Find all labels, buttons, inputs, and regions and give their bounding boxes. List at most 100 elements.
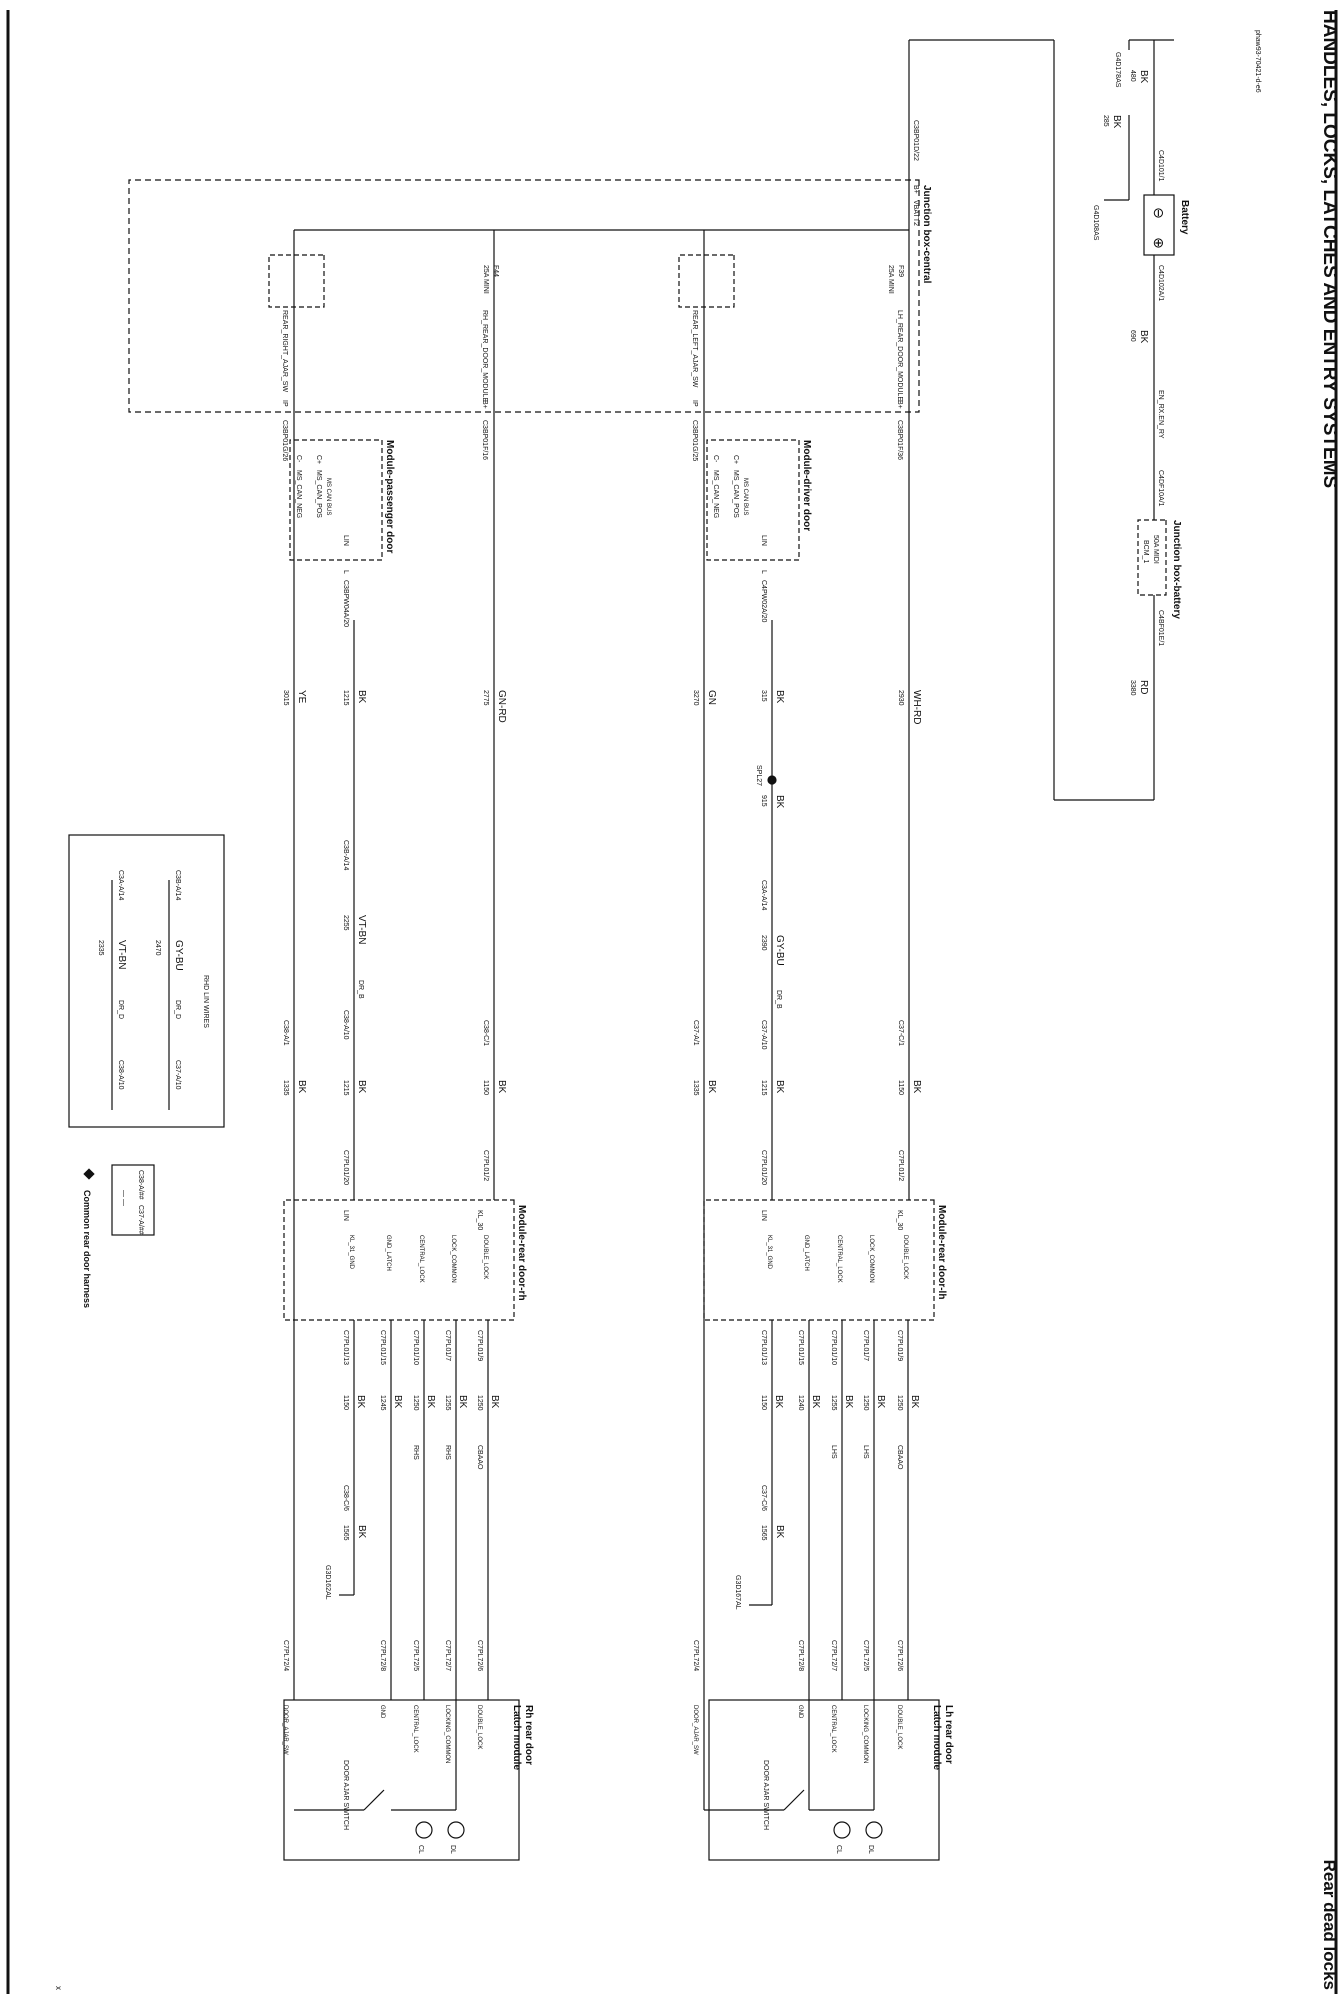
jb-f39-rating: 25A MINI: [887, 265, 894, 294]
jb-out1-conn: C3BP01F/36: [896, 420, 903, 460]
module-driver-box: [706, 439, 800, 561]
rear-rh-wire-num: 1250: [476, 1395, 483, 1411]
rh-c1-num: 1150: [482, 1080, 489, 1095]
latch-rh-title: Rh rear door: [523, 1705, 534, 1765]
rhd-row2-conn-a: C3A-A/14: [117, 870, 124, 900]
rear-rh-wire-num: 1250: [412, 1395, 419, 1411]
rear-rh-circuit: RHS: [444, 1445, 451, 1460]
jb-battery-relay: EN_RX.EN_RY: [1157, 390, 1164, 439]
rear-rh-pin-conn: C7PL01/7: [444, 1330, 451, 1361]
rear-lh-wire-num: 1250: [862, 1395, 869, 1411]
legend-row1-b: C37-A/##: [137, 1205, 144, 1235]
latch-rh-conn: C7PL72/6: [476, 1640, 483, 1671]
rhd-row1-num: 2470: [154, 940, 161, 956]
legend-row1-a: C38-A/##: [137, 1170, 144, 1200]
rh-gnrd-color: GN-RD: [496, 690, 507, 723]
module-rear-lh-lin: LIN: [760, 1210, 767, 1221]
rear-rh-pin-conn: C7PL01/15: [379, 1330, 386, 1365]
module-rear-lh-kl30: KL_30: [896, 1210, 903, 1230]
rear-lh-gnd-color: BK: [774, 1525, 785, 1539]
rear-lh-gnd-point: G3D167AL: [734, 1575, 741, 1610]
latch-lh-conn: C7PL72/8: [797, 1640, 804, 1671]
latch-lh-motor1: DL: [867, 1845, 874, 1854]
module-driver-w4-color: BK: [774, 1080, 785, 1094]
rear-lh-wire-num: 1255: [830, 1395, 837, 1411]
rear-rh-pin-conn: C7PL01/10: [412, 1330, 419, 1365]
module-driver-dr: DR_B: [775, 990, 782, 1009]
lh-c2-color: BK: [706, 1080, 717, 1094]
module-passenger-lin-conn: C3BPW04A/20: [342, 580, 349, 627]
module-driver-bus: MS CAN BUS: [742, 478, 748, 515]
jb-central-input-name: VBATT2: [912, 200, 919, 226]
lh-c1-conn: C37-C/1: [897, 1020, 904, 1046]
module-driver-conn-mid: C3A-A/14: [760, 880, 767, 910]
latch-rh-conn: C7PL72/8: [379, 1640, 386, 1671]
rear-lh-pin-label: CENTRAL_LOCK: [836, 1235, 842, 1283]
battery-neg-color: BK: [1138, 70, 1149, 84]
module-driver-lin-pin: L: [760, 570, 767, 574]
rear-rh-circuit: RHS: [412, 1445, 419, 1460]
legend-diamond-label: Common rear door harness: [82, 1190, 92, 1308]
module-driver-conn-door: C37-A/10: [760, 1020, 767, 1050]
rear-lh-gnd-conn: C37-C/6: [760, 1485, 767, 1511]
lh-wh-color: WH-RD: [911, 690, 922, 724]
labels: Battery ⊖ ⊕ C4D101/1 C4D102A/1 BK 480 G4…: [82, 52, 1190, 1854]
jb-battery-in-conn: C4DF10A/1: [1157, 470, 1164, 507]
module-passenger-w3-color: VT-BN: [356, 915, 367, 944]
jb-battery-out-conn: C4BF01E/1: [1157, 610, 1164, 646]
rear-lh-wire-num: 1240: [797, 1395, 804, 1411]
rear-lh-pin-label: KL_31_GND: [766, 1235, 772, 1270]
module-driver-w1-num: 315: [760, 690, 767, 702]
module-passenger-w4-num: 1215: [342, 1080, 349, 1096]
rear-lh-circuit: LHS: [830, 1445, 837, 1459]
latch-lh-conn: C7PL72/6: [896, 1640, 903, 1671]
jb-out1-pin: B+: [896, 400, 903, 409]
latch-rh-pin: CENTRAL_LOCK: [412, 1705, 418, 1753]
jb-central-input-conn: C3BP01D/22: [912, 120, 919, 161]
battery-pos: ⊕: [1151, 237, 1167, 249]
latch-lh-title2: Latch module: [931, 1705, 942, 1770]
module-passenger-conn-door: C38-A/10: [342, 1010, 349, 1040]
rear-lh-pin-conn: C7PL01/15: [797, 1330, 804, 1365]
lh-lin-conn: C7PL01/20: [760, 1150, 767, 1185]
rear-lh-circuit: LHS: [862, 1445, 869, 1459]
lh-c2-conn: C37-A/1: [692, 1020, 699, 1046]
rear-rh-wire-color: BK: [355, 1395, 366, 1409]
rhd-row2-dr: DR_D: [117, 1000, 124, 1019]
rhd-row2-conn-b: C38-A/10: [117, 1060, 124, 1090]
latch-lh-switch: DOOR AJAR SWITCH: [762, 1760, 769, 1830]
rear-rh-gnd-num: 1565: [342, 1525, 349, 1541]
latch-rh-switch: DOOR AJAR SWITCH: [342, 1760, 349, 1830]
rear-lh-wire-color: BK: [810, 1395, 821, 1409]
rear-rh-wire-num: 1150: [342, 1395, 349, 1410]
rh-c2-num: 1335: [282, 1080, 289, 1096]
jb-battery-title: Junction box-battery: [1171, 520, 1182, 619]
legend-dash: — —: [120, 1190, 127, 1206]
rh-lin-conn: C7PL01/20: [342, 1150, 349, 1185]
rear-lh-pin-conn: C7PL01/9: [896, 1330, 903, 1361]
rear-lh-wire-color: BK: [875, 1395, 886, 1409]
jb-battery-wire-color: RD: [1138, 680, 1149, 694]
jb-central-input-pin: B+: [912, 185, 919, 194]
module-driver-splice: SPL27: [755, 765, 762, 786]
rear-rh-circuit: CBAAO: [476, 1445, 483, 1470]
latch-rh-pin: DOUBLE_LOCK: [476, 1705, 482, 1749]
splice-dot: [767, 775, 777, 785]
rear-lh-wire-num: 1250: [896, 1395, 903, 1411]
jb-out3-name: RH_REAR_DOOR_MODULE: [481, 310, 488, 403]
rear-rh-wire-num: 1245: [379, 1395, 386, 1411]
rh-c1-color: BK: [496, 1080, 507, 1094]
corner-mark: x: [54, 1986, 63, 1990]
rear-rh-pin-conn: C7PL01/9: [476, 1330, 483, 1361]
rhd-box: [68, 834, 225, 1128]
wires: [68, 39, 1175, 1861]
rhd-row2-color: VT-BN: [116, 940, 127, 969]
jb-fuse-box-right: [268, 254, 325, 308]
latch-rh-pin: DOOR_AJAR_SW: [282, 1705, 288, 1755]
ground-2: G4D108AS: [1092, 205, 1099, 241]
module-passenger-dr: DR_B: [357, 980, 364, 999]
module-passenger-pos-name: MS_CAN_POS: [315, 470, 322, 518]
jb-battery-fuse-amp: 50A MIDI: [1152, 535, 1159, 564]
motor-cl-rh: [415, 1821, 433, 1839]
rear-lh-wire-color: BK: [843, 1395, 854, 1409]
